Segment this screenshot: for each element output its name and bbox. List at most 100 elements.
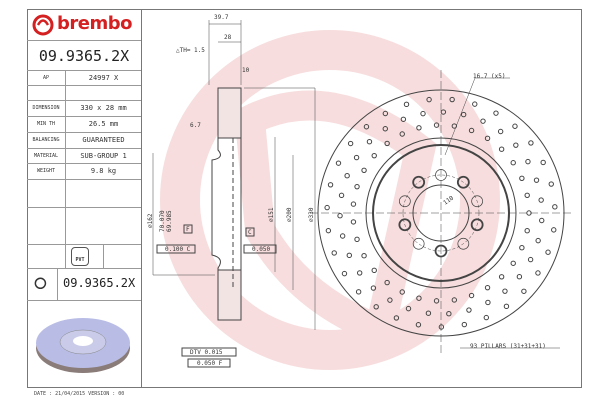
brand-logo: brembo (57, 13, 132, 34)
dtv: DTV 0.015 (190, 349, 223, 356)
drill-hole (373, 304, 379, 310)
drill-hole (354, 236, 360, 243)
drill-hole (551, 227, 557, 233)
drill-hole (538, 197, 544, 203)
dim-200: ⌀200 (286, 207, 293, 222)
drill-hole (461, 321, 468, 328)
bolt-hole (456, 175, 470, 189)
drill-hole (325, 227, 332, 234)
dim-70: 70.070 (159, 210, 166, 232)
spec-label: MATERIAL (27, 148, 66, 163)
drill-hole (371, 267, 377, 274)
drill-hole (399, 289, 405, 295)
dim-28: 28 (224, 34, 232, 41)
drill-hole (512, 123, 518, 129)
spec-label: MIN TH (27, 116, 66, 132)
drill-hole (521, 288, 527, 294)
drill-hole (446, 310, 452, 317)
drill-hole (519, 245, 525, 251)
drill-hole (415, 322, 422, 328)
front-view (310, 70, 572, 356)
drill-hole (483, 314, 490, 321)
drill-hole (484, 135, 491, 142)
drill-hole (451, 123, 458, 129)
drill-hole (353, 154, 360, 161)
blank-row (27, 179, 141, 208)
drill-hole (440, 109, 447, 115)
drill-hole (327, 182, 334, 188)
tol-parallel: 0.050 (252, 246, 270, 253)
drill-hole (361, 253, 367, 259)
drill-hole (502, 288, 508, 294)
drill-hole (485, 299, 491, 306)
drill-hole (347, 140, 354, 147)
drill-hole (344, 172, 350, 179)
bolt-hole (457, 237, 470, 250)
drill-hole (526, 210, 532, 216)
drill-hole (371, 152, 377, 159)
bolt-hole (470, 218, 484, 232)
drill-hole (438, 324, 445, 330)
drill-hole (525, 158, 531, 165)
drill-hole (533, 177, 540, 183)
drill-hole (527, 256, 534, 263)
drill-hole (535, 237, 541, 244)
drill-hole (403, 101, 410, 108)
hole-label: 16.7 (x5) (473, 73, 506, 80)
drill-hole (503, 303, 510, 310)
drill-hole (425, 310, 432, 316)
drill-hole (524, 228, 530, 234)
dim-6-7: 6.7 (190, 122, 201, 129)
disc-image (36, 318, 130, 373)
drill-hole (510, 160, 516, 166)
drill-hole (400, 116, 407, 122)
drill-hole (405, 305, 412, 312)
drill-hole (513, 142, 519, 148)
spec-value: GUARANTEED (82, 136, 125, 144)
drill-hole (510, 260, 516, 266)
bolt-hole (412, 175, 426, 189)
spec-label: DIMENSION (27, 100, 66, 116)
drill-hole (426, 96, 432, 103)
drill-hole (528, 140, 534, 146)
dim-162: ⌀162 (147, 213, 154, 228)
drill-hole (339, 233, 346, 239)
drill-hole (466, 307, 472, 313)
drill-hole (350, 201, 357, 207)
drill-hole (548, 181, 554, 187)
drill-hole (346, 252, 352, 259)
drill-hole (416, 295, 422, 301)
drill-hole (363, 124, 370, 130)
dim-151: ⌀151 (268, 207, 275, 222)
drill-hole (516, 273, 523, 280)
bolt-hole (435, 169, 447, 181)
drill-hole (552, 204, 558, 210)
part-number-row: 09.9365.2X (27, 40, 141, 71)
datum-c: C (248, 229, 252, 236)
pillars-label: 93 PILLARS (31+31+31) (470, 343, 546, 350)
part-number-row-2: ⭘ 09.9365.2X (27, 268, 141, 301)
drill-hole (498, 146, 505, 152)
drill-hole (433, 122, 440, 128)
drill-hole (382, 110, 389, 117)
bolt-hole (398, 218, 412, 232)
part-number: 09.9365.2X (38, 47, 130, 65)
drill-hole (449, 96, 455, 103)
drill-hole (350, 219, 357, 225)
tol-runout: 0.100 C (165, 246, 191, 253)
bolt-hole (434, 244, 448, 258)
drill-hole (366, 139, 373, 145)
drill-hole (399, 131, 405, 137)
datum-f: F (186, 226, 190, 233)
drill-hole (497, 128, 504, 135)
drill-hole (338, 192, 345, 199)
drill-hole (370, 285, 377, 291)
spec-value: SUB-GROUP 1 (80, 151, 127, 160)
pvt-icon: PVT (71, 247, 89, 266)
drill-hole (480, 118, 486, 124)
